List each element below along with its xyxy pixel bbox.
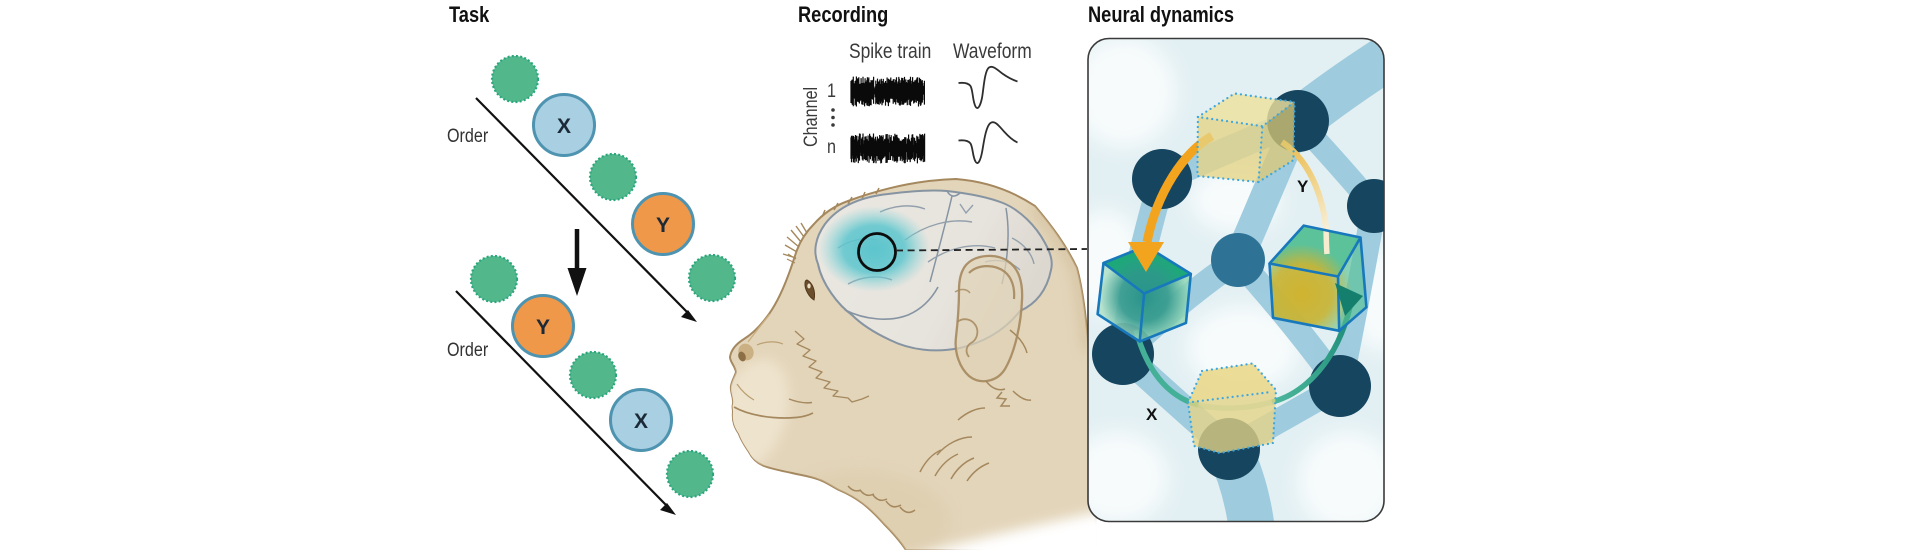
svg-text:Task: Task bbox=[449, 4, 490, 28]
svg-text:1: 1 bbox=[827, 80, 836, 102]
svg-text:Spike train: Spike train bbox=[849, 41, 931, 64]
svg-text:Channel: Channel bbox=[800, 87, 822, 147]
svg-text:Y: Y bbox=[536, 316, 550, 339]
svg-text:Order: Order bbox=[447, 339, 488, 361]
svg-text:Y: Y bbox=[656, 214, 670, 237]
svg-text:Y: Y bbox=[1297, 177, 1309, 196]
svg-text:Order: Order bbox=[447, 125, 488, 147]
svg-text:X: X bbox=[1146, 405, 1158, 424]
svg-text:X: X bbox=[557, 115, 571, 138]
svg-text:Waveform: Waveform bbox=[953, 41, 1032, 64]
svg-text:Neural dynamics: Neural dynamics bbox=[1088, 4, 1234, 28]
svg-text:Recording: Recording bbox=[798, 4, 888, 28]
svg-text:n: n bbox=[827, 136, 836, 158]
svg-text:X: X bbox=[634, 410, 648, 433]
